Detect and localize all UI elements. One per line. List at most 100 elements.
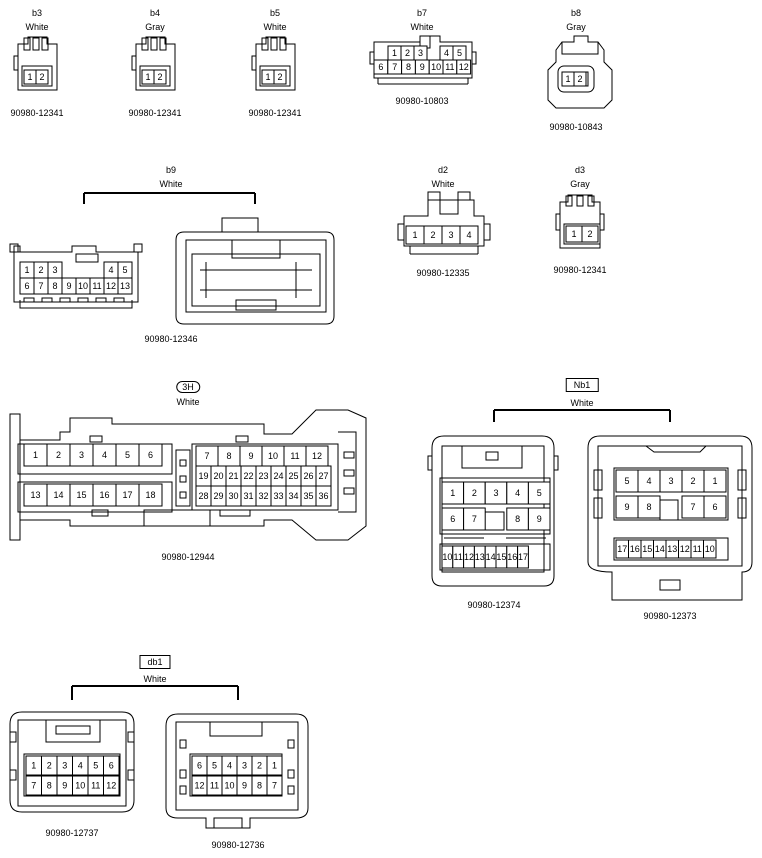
pin-number: 11 (445, 62, 454, 72)
pin-number: 14 (655, 544, 665, 554)
pin-number: 25 (288, 471, 298, 481)
pin-number: 11 (210, 781, 219, 791)
pin-number: 1 (712, 476, 717, 486)
Nb1-left-pin-17: 17 (517, 545, 529, 569)
connector-b5-color: White (263, 22, 287, 32)
pin-number: 1 (412, 230, 417, 240)
b9-pin-10: 10 (75, 277, 91, 295)
pin-number: 11 (91, 781, 100, 791)
pin-number: 3 (418, 48, 423, 58)
pin-number: 23 (258, 471, 268, 481)
connector-b3-shape (13, 36, 58, 91)
pin-number: 5 (537, 488, 542, 498)
d2-pin-2: 2 (423, 225, 443, 245)
pin-number: 35 (303, 491, 313, 501)
pin-number: 13 (30, 490, 40, 500)
pin-number: 9 (66, 281, 71, 291)
pin-number: 6 (148, 450, 153, 460)
b8-pin-2: 2 (573, 71, 587, 87)
pin-number: 5 (624, 476, 629, 486)
pin-number: 3 (79, 450, 84, 460)
pin-number: 9 (537, 514, 542, 524)
pin-number: 10 (224, 781, 234, 791)
pin-number: 5 (212, 761, 217, 771)
pin-number: 13 (120, 281, 130, 291)
connector-d2-shape (397, 191, 491, 255)
Nb1-right-pin-12: 12 (678, 539, 692, 559)
Nb1-right-pin-1: 1 (703, 469, 727, 493)
b5-pin-2: 2 (273, 69, 287, 85)
3H-pin-18: 18 (138, 483, 163, 507)
connector-Nb1-left-part: 90980-12374 (467, 600, 521, 610)
pin-number: 6 (378, 62, 383, 72)
d2-pin-4: 4 (459, 225, 479, 245)
connector-b4-shape (131, 36, 176, 91)
b7-pin-6: 6 (373, 59, 389, 75)
db1-right-pin-7: 7 (266, 775, 283, 796)
pin-number: 3 (242, 761, 247, 771)
Nb1-left-pin-2: 2 (463, 481, 486, 505)
pin-number: 1 (565, 74, 570, 84)
pin-number: 1 (33, 450, 38, 460)
connector-b9-part: 90980-12346 (144, 334, 198, 344)
Nb1-left-pin-5: 5 (527, 481, 551, 505)
pin-number: 2 (277, 72, 282, 82)
pin-number: 2 (157, 72, 162, 82)
connector-3H-color: White (176, 397, 200, 407)
pin-number: 11 (290, 451, 299, 461)
db1-left-pin-9: 9 (56, 775, 73, 796)
connector-b8-id: b8 (570, 8, 582, 18)
pin-number: 33 (273, 491, 283, 501)
pin-number: 5 (93, 761, 98, 771)
db1-left-pin-12: 12 (103, 775, 120, 796)
pin-number: 10 (431, 62, 441, 72)
pin-number: 7 (38, 281, 43, 291)
pin-number: 16 (507, 552, 517, 562)
connector-3H-part: 90980-12944 (161, 552, 215, 562)
Nb1-right-pin-10: 10 (703, 539, 717, 559)
pin-number: 6 (712, 502, 717, 512)
pin-number: 2 (405, 48, 410, 58)
pin-number: 1 (31, 761, 36, 771)
db1-right-pin-1: 1 (266, 755, 283, 776)
d3-pin-2: 2 (581, 225, 599, 243)
pin-number: 4 (227, 761, 232, 771)
pin-number: 12 (459, 62, 469, 72)
connector-d2-id: d2 (437, 165, 449, 175)
pin-number: 1 (571, 229, 576, 239)
pin-number: 15 (76, 490, 86, 500)
connector-b9-right-shape (175, 217, 335, 325)
pin-number: 11 (454, 552, 463, 562)
connector-b5-id: b5 (269, 8, 281, 18)
pin-number: 11 (92, 281, 101, 291)
pin-number: 9 (62, 781, 67, 791)
pin-number: 6 (24, 281, 29, 291)
pin-number: 2 (430, 230, 435, 240)
connector-b7-part: 90980-10803 (395, 96, 449, 106)
3H-pin-2: 2 (46, 443, 71, 467)
pin-number: 2 (39, 72, 44, 82)
connector-b5-part: 90980-12341 (248, 108, 302, 118)
pin-number: 13 (475, 552, 485, 562)
pin-number: 7 (272, 781, 277, 791)
pin-number: 2 (690, 476, 695, 486)
pin-number: 9 (420, 62, 425, 72)
connector-3H-id: 3H (176, 381, 200, 393)
pin-number: 17 (518, 552, 528, 562)
pin-number: 5 (125, 450, 130, 460)
Nb1-left-pin-7: 7 (463, 507, 486, 531)
pin-number: 4 (78, 761, 83, 771)
b3-pin-1: 1 (23, 69, 37, 85)
pin-number: 7 (690, 502, 695, 512)
connector-d3-shape (555, 194, 605, 249)
pin-number: 15 (496, 552, 506, 562)
connector-b9-bracket (83, 192, 256, 204)
pin-number: 3 (493, 488, 498, 498)
connector-d3-color: Gray (570, 179, 590, 189)
pin-number: 8 (646, 502, 651, 512)
pin-number: 13 (667, 544, 677, 554)
pin-number: 10 (705, 544, 715, 554)
pin-number: 32 (258, 491, 268, 501)
